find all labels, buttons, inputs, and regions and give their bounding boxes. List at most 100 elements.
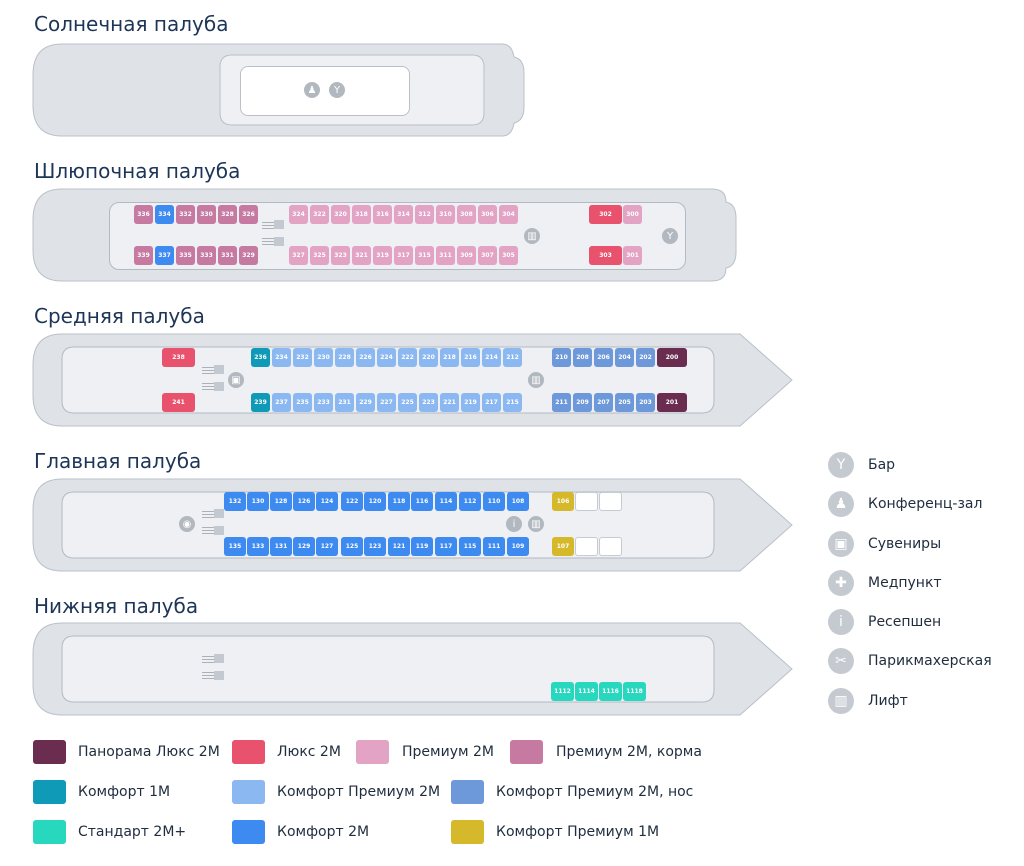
cabin[interactable]: 333 [197, 246, 216, 265]
cabin[interactable]: 325 [310, 246, 329, 265]
cabin[interactable]: 331 [218, 246, 237, 265]
cabin[interactable]: 222 [398, 348, 417, 367]
cabin[interactable]: 107 [552, 537, 574, 556]
cabin[interactable]: 201 [657, 393, 687, 412]
cabin[interactable]: 301 [623, 246, 642, 265]
cabin[interactable]: 326 [239, 205, 258, 224]
cabin[interactable]: 314 [394, 205, 413, 224]
cabin[interactable]: 339 [134, 246, 153, 265]
cabin[interactable]: 202 [636, 348, 655, 367]
cabin[interactable]: 320 [331, 205, 350, 224]
cabin[interactable]: 303 [589, 246, 622, 265]
cabin[interactable]: 117 [435, 537, 457, 556]
cabin[interactable]: 118 [388, 492, 410, 511]
cabin[interactable]: 234 [272, 348, 291, 367]
cabin[interactable]: 135 [224, 537, 246, 556]
cabin[interactable]: 133 [247, 537, 269, 556]
cabin[interactable]: 318 [352, 205, 371, 224]
cabin[interactable]: 120 [364, 492, 386, 511]
cabin[interactable]: 304 [499, 205, 518, 224]
cabin[interactable]: 238 [162, 348, 195, 367]
cabin[interactable]: 311 [436, 246, 455, 265]
cabin[interactable]: 328 [218, 205, 237, 224]
cabin[interactable]: 220 [419, 348, 438, 367]
cabin[interactable]: 214 [482, 348, 501, 367]
cabin[interactable]: 315 [415, 246, 434, 265]
cabin[interactable]: 204 [615, 348, 634, 367]
cabin[interactable]: 336 [134, 205, 153, 224]
cabin[interactable]: 1114 [575, 682, 598, 701]
cabin[interactable]: 111 [483, 537, 505, 556]
cabin[interactable]: 309 [457, 246, 476, 265]
cabin[interactable]: 217 [482, 393, 501, 412]
cabin[interactable]: 332 [176, 205, 195, 224]
cabin[interactable]: 228 [335, 348, 354, 367]
cabin[interactable]: 200 [657, 348, 687, 367]
cabin[interactable]: 209 [573, 393, 592, 412]
cabin[interactable]: 1112 [551, 682, 574, 701]
cabin[interactable]: 236 [251, 348, 270, 367]
cabin[interactable]: 108 [507, 492, 529, 511]
cabin[interactable]: 335 [176, 246, 195, 265]
cabin[interactable]: 112 [459, 492, 481, 511]
cabin[interactable]: 207 [594, 393, 613, 412]
cabin[interactable]: 206 [594, 348, 613, 367]
cabin[interactable]: 327 [289, 246, 308, 265]
cabin[interactable]: 305 [499, 246, 518, 265]
cabin[interactable]: 109 [507, 537, 529, 556]
cabin[interactable]: 216 [461, 348, 480, 367]
cabin[interactable]: 129 [293, 537, 315, 556]
cabin[interactable]: 239 [251, 393, 270, 412]
cabin[interactable]: 330 [197, 205, 216, 224]
cabin[interactable]: 231 [335, 393, 354, 412]
cabin[interactable]: 241 [162, 393, 195, 412]
cabin[interactable]: 233 [314, 393, 333, 412]
cabin[interactable]: 124 [316, 492, 338, 511]
cabin[interactable]: 212 [503, 348, 522, 367]
cabin[interactable]: 324 [289, 205, 308, 224]
cabin[interactable]: 223 [419, 393, 438, 412]
cabin[interactable]: 131 [270, 537, 292, 556]
cabin[interactable]: 215 [503, 393, 522, 412]
cabin[interactable]: 334 [155, 205, 174, 224]
cabin[interactable]: 225 [398, 393, 417, 412]
cabin[interactable]: 306 [478, 205, 497, 224]
cabin[interactable]: 316 [373, 205, 392, 224]
cabin[interactable]: 132 [224, 492, 246, 511]
cabin[interactable]: 312 [415, 205, 434, 224]
cabin[interactable]: 232 [293, 348, 312, 367]
cabin[interactable]: 203 [636, 393, 655, 412]
cabin[interactable]: 1118 [623, 682, 646, 701]
cabin[interactable]: 317 [394, 246, 413, 265]
cabin[interactable]: 121 [388, 537, 410, 556]
cabin[interactable]: 322 [310, 205, 329, 224]
cabin[interactable]: 310 [436, 205, 455, 224]
cabin[interactable]: 219 [461, 393, 480, 412]
cabin[interactable]: 125 [341, 537, 363, 556]
cabin[interactable]: 116 [411, 492, 433, 511]
cabin[interactable]: 307 [478, 246, 497, 265]
cabin[interactable]: 323 [331, 246, 350, 265]
cabin[interactable]: 319 [373, 246, 392, 265]
cabin[interactable]: 226 [356, 348, 375, 367]
cabin[interactable]: 114 [435, 492, 457, 511]
cabin[interactable]: 308 [457, 205, 476, 224]
cabin[interactable]: 205 [615, 393, 634, 412]
cabin[interactable]: 329 [239, 246, 258, 265]
cabin[interactable]: 229 [356, 393, 375, 412]
cabin[interactable]: 119 [411, 537, 433, 556]
cabin[interactable]: 237 [272, 393, 291, 412]
cabin[interactable]: 235 [293, 393, 312, 412]
cabin[interactable]: 208 [573, 348, 592, 367]
cabin[interactable]: 210 [552, 348, 571, 367]
cabin[interactable]: 1116 [599, 682, 622, 701]
cabin[interactable]: 126 [293, 492, 315, 511]
cabin[interactable]: 337 [155, 246, 174, 265]
cabin[interactable]: 300 [623, 205, 642, 224]
cabin[interactable]: 123 [364, 537, 386, 556]
cabin[interactable]: 227 [377, 393, 396, 412]
cabin[interactable]: 130 [247, 492, 269, 511]
cabin[interactable]: 224 [377, 348, 396, 367]
cabin[interactable]: 211 [552, 393, 571, 412]
cabin[interactable]: 122 [341, 492, 363, 511]
